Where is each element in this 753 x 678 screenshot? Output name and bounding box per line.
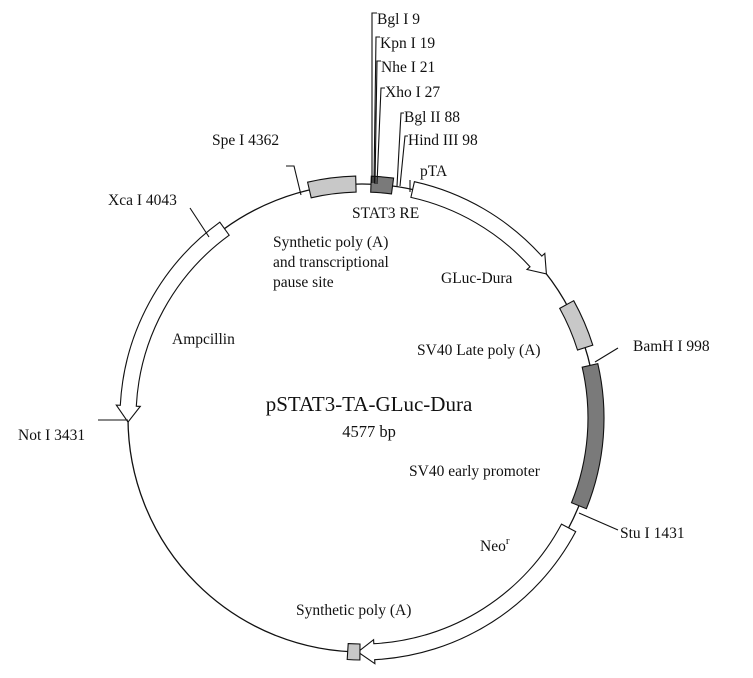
leader-bgl-ii — [396, 112, 404, 187]
site-labels: Bgl I 9 Kpn I 19 Nhe I 21 Xho I 27 Bgl I… — [18, 11, 710, 542]
plasmid-name: pSTAT3-TA-GLuc-Dura — [266, 392, 473, 416]
site-bgl-ii: Bgl II 88 — [404, 109, 460, 126]
sv40-early-promoter-block — [570, 362, 605, 510]
leader-xho-i — [376, 87, 385, 185]
leader-xca-i — [189, 207, 210, 238]
site-nhe-i: Nhe I 21 — [381, 59, 435, 76]
site-xho-i: Xho I 27 — [385, 84, 440, 101]
plasmid-size: 4577 bp — [342, 422, 396, 441]
feature-sv40-late: SV40 Late poly (A) — [417, 342, 541, 359]
site-leaders — [98, 12, 619, 531]
leader-bamh-i — [594, 347, 619, 363]
site-bamh-i: BamH I 998 — [633, 338, 710, 355]
synthetic-poly-a-bottom-block — [346, 643, 361, 661]
site-bgl-i: Bgl I 9 — [377, 11, 420, 28]
feature-labels: pTA STAT3 RE Synthetic poly (A) and tran… — [172, 163, 541, 619]
leader-bgl-i — [371, 12, 377, 183]
feature-synthetic-poly-a-1: Synthetic poly (A) — [273, 234, 388, 251]
feature-neo: Neor — [480, 535, 510, 555]
feature-sv40-early: SV40 early promoter — [409, 463, 541, 480]
leader-stu-i — [578, 512, 619, 531]
feature-segments — [115, 175, 605, 665]
feature-synthetic-poly-a-bottom: Synthetic poly (A) — [296, 602, 411, 619]
feature-pta: pTA — [420, 163, 448, 180]
leader-hind-iii — [399, 135, 408, 187]
stat3-re-block — [370, 175, 395, 195]
synthetic-poly-a-block — [306, 175, 357, 199]
feature-neo-superscript: r — [506, 535, 510, 547]
gluc-dura-arrow — [410, 181, 548, 275]
ampcillin-arrow — [115, 221, 230, 424]
site-stu-i: Stu I 1431 — [620, 525, 685, 542]
site-xca-i: Xca I 4043 — [108, 192, 177, 209]
site-hind-iii: Hind III 98 — [408, 132, 478, 149]
feature-gluc-dura: GLuc-Dura — [441, 270, 513, 287]
feature-neo-name: Neo — [480, 538, 506, 555]
feature-synthetic-poly-a-3: pause site — [273, 274, 334, 291]
feature-stat3-re: STAT3 RE — [352, 205, 419, 222]
feature-synthetic-poly-a-2: and transcriptional — [273, 254, 389, 271]
leader-nhe-i — [374, 60, 381, 185]
leader-spe-i — [286, 165, 302, 196]
site-spe-i: Spe I 4362 — [212, 132, 279, 149]
neo-arrow — [356, 523, 577, 665]
leader-kpn-i — [373, 36, 380, 184]
sv40-late-poly-a-block — [558, 299, 594, 351]
site-not-i: Not I 3431 — [18, 427, 85, 444]
site-kpn-i: Kpn I 19 — [380, 35, 435, 52]
feature-ampcillin: Ampcillin — [172, 331, 235, 348]
